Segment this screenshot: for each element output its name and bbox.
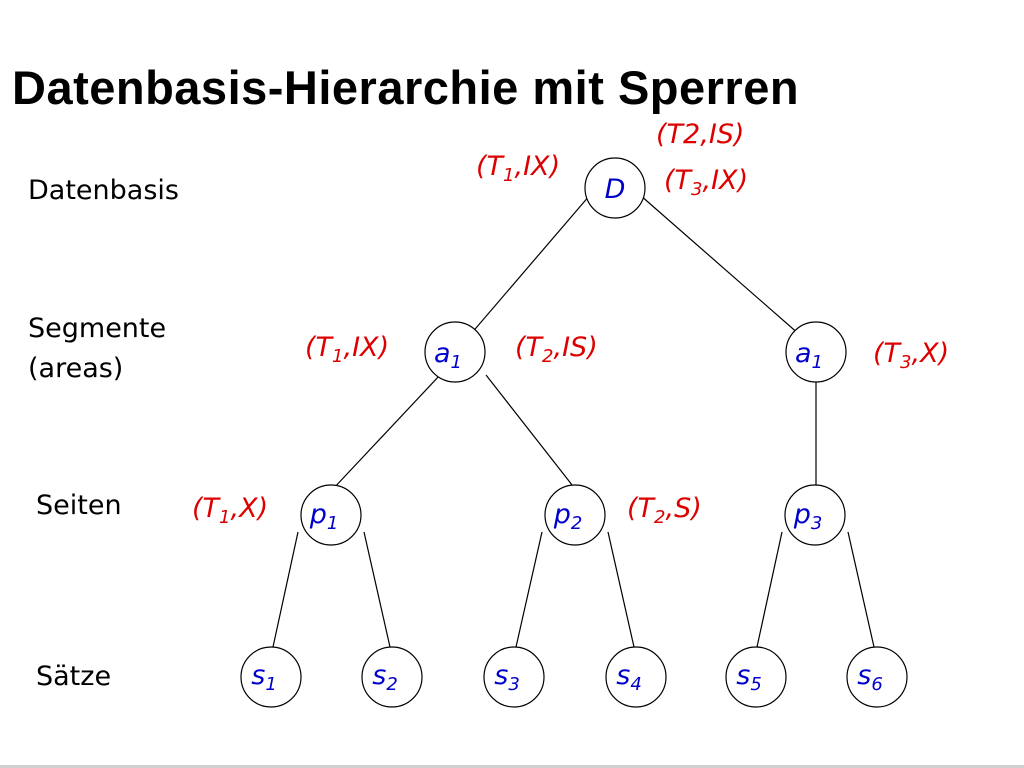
node-s3: s3 xyxy=(483,646,545,708)
node-s6: s6 xyxy=(846,646,908,708)
node-p3: p3 xyxy=(784,484,846,546)
node-s1: s1 xyxy=(240,646,302,708)
node-p3-sub: 3 xyxy=(811,513,822,534)
edge-p2-s4 xyxy=(607,531,635,648)
node-s1-sub: 1 xyxy=(265,674,276,695)
svg-text:a1: a1 xyxy=(795,338,823,373)
edge-d-a1-right xyxy=(639,194,801,336)
node-p3-label: p xyxy=(793,499,811,530)
level-label-saetze: Sätze xyxy=(36,661,112,692)
svg-text:s3: s3 xyxy=(494,660,520,695)
node-s5-label: s xyxy=(736,660,750,691)
node-s2: s2 xyxy=(361,646,423,708)
node-a1-right-sub: 1 xyxy=(812,352,823,373)
node-s6-sub: 6 xyxy=(871,674,882,695)
edge-p3-s5 xyxy=(756,531,783,648)
level-label-areas: (areas) xyxy=(28,353,124,384)
edge-a1-p1 xyxy=(331,374,441,491)
svg-text:p3: p3 xyxy=(793,499,823,534)
edge-p2-s3 xyxy=(515,531,543,648)
svg-text:s4: s4 xyxy=(616,660,642,695)
level-label-segmente: Segmente xyxy=(28,313,167,344)
svg-text:s1: s1 xyxy=(251,660,277,695)
node-s4-label: s xyxy=(616,660,630,691)
lock-a1-t1-ix: (T1,IX) xyxy=(305,332,389,367)
svg-text:s6: s6 xyxy=(857,660,883,695)
lock-a1-right-t3-x: (T3,X) xyxy=(873,338,949,373)
node-s5-sub: 5 xyxy=(750,674,761,695)
edge-p1-s1 xyxy=(272,531,299,648)
node-p1-label: p xyxy=(309,499,327,530)
node-s4-sub: 4 xyxy=(630,674,641,695)
edge-p1-s2 xyxy=(363,531,391,648)
node-s2-sub: 2 xyxy=(386,674,397,695)
lock-d-t3-ix: (T3,IX) xyxy=(664,165,748,200)
svg-text:p1: p1 xyxy=(309,499,339,534)
tree-edges xyxy=(272,194,875,648)
lock-p1-t1-x: (T1,X) xyxy=(192,493,268,528)
node-s2-label: s xyxy=(372,660,386,691)
node-a1-left-label: a xyxy=(434,338,451,369)
node-d: D xyxy=(584,157,646,219)
lock-a1-t2-is: (T2,IS) xyxy=(515,332,598,367)
lock-d-t1-ix: (T1,IX) xyxy=(476,151,560,186)
node-s3-sub: 3 xyxy=(508,674,519,695)
svg-text:a1: a1 xyxy=(434,338,462,373)
edge-p3-s6 xyxy=(847,531,875,648)
svg-text:s5: s5 xyxy=(736,660,762,695)
lock-p2-t2-s: (T2,S) xyxy=(627,493,702,528)
edge-d-a1-left xyxy=(469,194,591,336)
level-label-seiten: Seiten xyxy=(36,490,122,521)
node-p2-label: p xyxy=(553,499,571,530)
slide-bottom-divider xyxy=(0,765,1024,768)
node-p2-sub: 2 xyxy=(571,513,582,534)
node-s1-label: s xyxy=(251,660,265,691)
svg-text:D: D xyxy=(605,174,626,205)
node-p1: p1 xyxy=(300,484,362,546)
node-p2: p2 xyxy=(544,484,606,546)
page-title: Datenbasis-Hierarchie mit Sperren xyxy=(12,61,800,114)
lock-d-t2-is: (T2,IS) xyxy=(656,119,744,150)
node-a1-left-sub: 1 xyxy=(451,352,462,373)
node-s6-label: s xyxy=(857,660,871,691)
svg-text:p2: p2 xyxy=(553,499,583,534)
edge-a1-p2 xyxy=(485,374,577,491)
node-d-label: D xyxy=(605,174,626,205)
node-a1-right-label: a xyxy=(795,338,812,369)
node-s4: s4 xyxy=(605,646,667,708)
level-label-datenbasis: Datenbasis xyxy=(28,175,179,206)
node-a1-right: a1 xyxy=(785,321,847,383)
node-s3-label: s xyxy=(494,660,508,691)
node-a1-left: a1 xyxy=(424,321,486,383)
node-s5: s5 xyxy=(725,646,787,708)
svg-text:s2: s2 xyxy=(372,660,398,695)
node-p1-sub: 1 xyxy=(327,513,338,534)
